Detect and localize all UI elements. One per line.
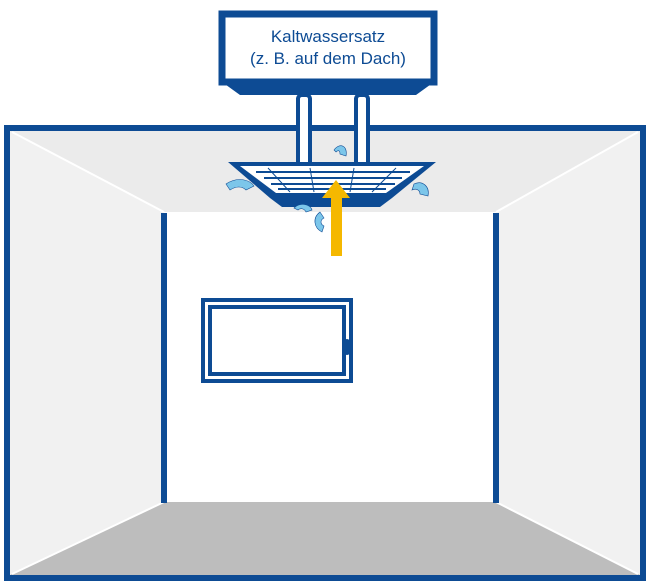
warm-air-arrow-icon xyxy=(322,180,350,256)
airflow-swirl-icon xyxy=(225,145,429,233)
floor xyxy=(10,502,640,575)
ceiling-edge-left xyxy=(11,131,165,213)
chiller-unit-icon xyxy=(218,10,438,95)
right-wall xyxy=(496,131,640,575)
ceiling-cassette-icon xyxy=(228,162,436,207)
chiller-label-line1: Kaltwassersatz xyxy=(270,27,386,46)
floor-edge-right xyxy=(495,501,639,575)
left-wall xyxy=(10,131,164,575)
room-frame xyxy=(4,125,646,581)
ceiling-edge-right xyxy=(495,131,639,213)
chiller-unit-label: Kaltwassersatz (z. B. auf dem Dach) xyxy=(222,14,434,82)
window-icon xyxy=(201,298,353,383)
corner-post-left xyxy=(161,213,167,503)
corner-post-right xyxy=(493,213,499,503)
chiller-label-line2: (z. B. auf dem Dach) xyxy=(250,49,406,68)
floor-edge-left xyxy=(11,501,165,575)
